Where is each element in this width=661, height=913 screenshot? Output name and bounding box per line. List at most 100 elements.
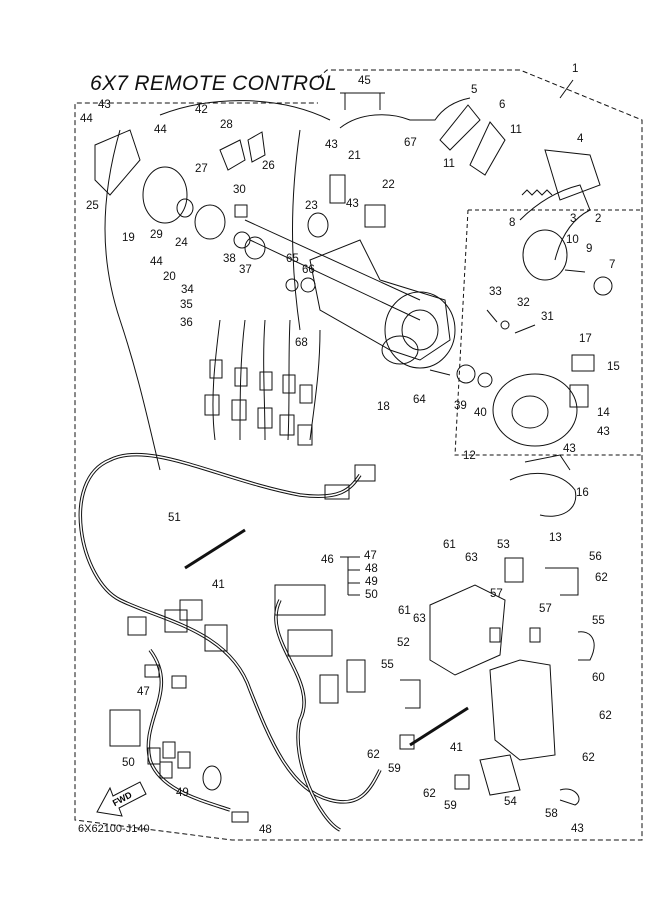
gear-19 [142, 166, 188, 224]
connector-46b [287, 629, 333, 657]
handle-grip [544, 149, 601, 201]
clip-59b [454, 774, 470, 790]
lever-6 [469, 121, 506, 176]
callout-49: 49 [365, 576, 378, 588]
clamp-55b [400, 679, 421, 709]
washer-66 [300, 277, 316, 293]
harness-branch-a-inner [109, 453, 361, 497]
housing-flange [381, 335, 419, 365]
callout-55: 55 [381, 659, 394, 671]
callout-6: 6 [499, 99, 505, 111]
gear-38 [244, 236, 266, 260]
callout-33: 33 [489, 286, 502, 298]
module-52 [429, 584, 506, 676]
connector-47e [144, 664, 160, 678]
connector-46d [346, 659, 366, 693]
callout-23: 23 [305, 200, 318, 212]
harness-branch-a [109, 452, 362, 498]
callout-66: 66 [302, 264, 315, 276]
callout-44: 44 [80, 113, 93, 125]
connector-49b [177, 751, 191, 769]
connector-48 [231, 811, 249, 823]
callout-43: 43 [346, 198, 359, 210]
callout-64: 64 [413, 394, 426, 406]
callout-9: 9 [586, 243, 592, 255]
plate-25 [94, 129, 141, 196]
fuse-57b [529, 627, 541, 643]
housing-hub-inner [401, 309, 439, 351]
callout-60: 60 [592, 672, 605, 684]
callout-49: 49 [176, 787, 189, 799]
connector-c [259, 371, 273, 391]
cap-7 [593, 276, 613, 296]
control-housing [309, 239, 451, 361]
connector-47b [164, 609, 188, 633]
assembly-outline [74, 69, 643, 841]
part-code: 6X62100-J140 [78, 823, 150, 835]
washer-32 [500, 320, 510, 330]
harness-branch-b-inner [147, 649, 231, 811]
bolt-31 [514, 324, 536, 334]
connector-47a [127, 616, 147, 636]
bracket-14 [569, 384, 589, 408]
callout-65: 65 [286, 253, 299, 265]
callout-63: 63 [413, 613, 426, 625]
connector-46c [319, 674, 339, 704]
callout-68: 68 [295, 337, 308, 349]
leader-1 [559, 79, 574, 99]
connector-d [282, 374, 296, 394]
callout-17: 17 [579, 333, 592, 345]
callout-40: 40 [474, 407, 487, 419]
callout-52: 52 [397, 637, 410, 649]
callout-12: 12 [463, 450, 476, 462]
callout-47: 47 [137, 686, 150, 698]
connector-46a [274, 584, 326, 616]
bracket-60 [489, 659, 556, 761]
callout-7: 7 [609, 259, 615, 271]
callout-62: 62 [423, 788, 436, 800]
callout-62: 62 [582, 752, 595, 764]
connector-j [297, 424, 313, 446]
grommet-49 [202, 765, 222, 791]
callout-59: 59 [444, 800, 457, 812]
rod-2 [249, 239, 421, 321]
callout-50: 50 [122, 757, 135, 769]
lead-2 [239, 319, 246, 441]
callout-36: 36 [180, 317, 193, 329]
callout-1: 1 [572, 63, 578, 75]
nut-40 [477, 372, 493, 388]
callout-35: 35 [180, 299, 193, 311]
cable-tie-41a [184, 528, 246, 570]
callout-32: 32 [517, 297, 530, 309]
fwd-arrow [96, 781, 147, 817]
connector-k [324, 484, 350, 500]
bracket-56 [545, 567, 579, 596]
callout-62: 62 [367, 749, 380, 761]
callout-20: 20 [163, 271, 176, 283]
lead-4 [287, 319, 291, 441]
connector-l [354, 464, 376, 482]
connector-50-block [109, 709, 141, 747]
callout-24: 24 [175, 237, 188, 249]
long-wire-top [159, 100, 331, 121]
control-handle-arm [519, 184, 591, 261]
bracket-30 [234, 204, 248, 218]
screw-9 [564, 269, 586, 273]
callout-5: 5 [471, 84, 477, 96]
clip-59a [399, 734, 415, 750]
callout-18: 18 [377, 401, 390, 413]
lead-3 [263, 319, 266, 441]
callout-11: 11 [510, 124, 522, 136]
callout-31: 31 [541, 311, 554, 323]
connector-47f [171, 675, 187, 689]
callout-48: 48 [259, 824, 272, 836]
switch-17 [571, 354, 595, 372]
connector-50b [162, 741, 176, 759]
clip-26 [247, 131, 266, 163]
main-harness-inner [79, 459, 381, 803]
callout-57: 57 [539, 603, 552, 615]
callout-41: 41 [212, 579, 225, 591]
bushing-29 [176, 198, 194, 218]
handle-base [522, 229, 568, 281]
